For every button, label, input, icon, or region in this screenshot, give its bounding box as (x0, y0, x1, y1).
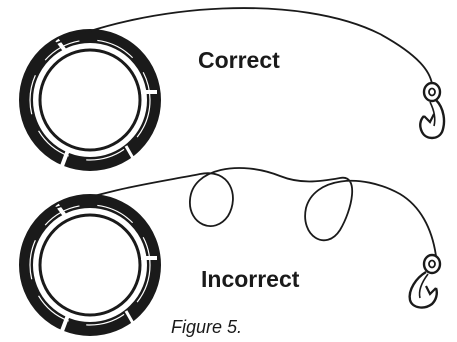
figure-caption: Figure 5. (171, 317, 243, 337)
hook-icon-incorrect (408, 253, 442, 309)
hook-icon-correct (419, 81, 446, 140)
cable-coil-icon-incorrect (19, 194, 161, 336)
wire-incorrect (49, 167, 437, 257)
label-incorrect: Incorrect (201, 266, 300, 292)
label-correct: Correct (198, 47, 280, 73)
cable-coil-icon-correct (19, 29, 161, 171)
wire-correct (49, 7, 433, 85)
